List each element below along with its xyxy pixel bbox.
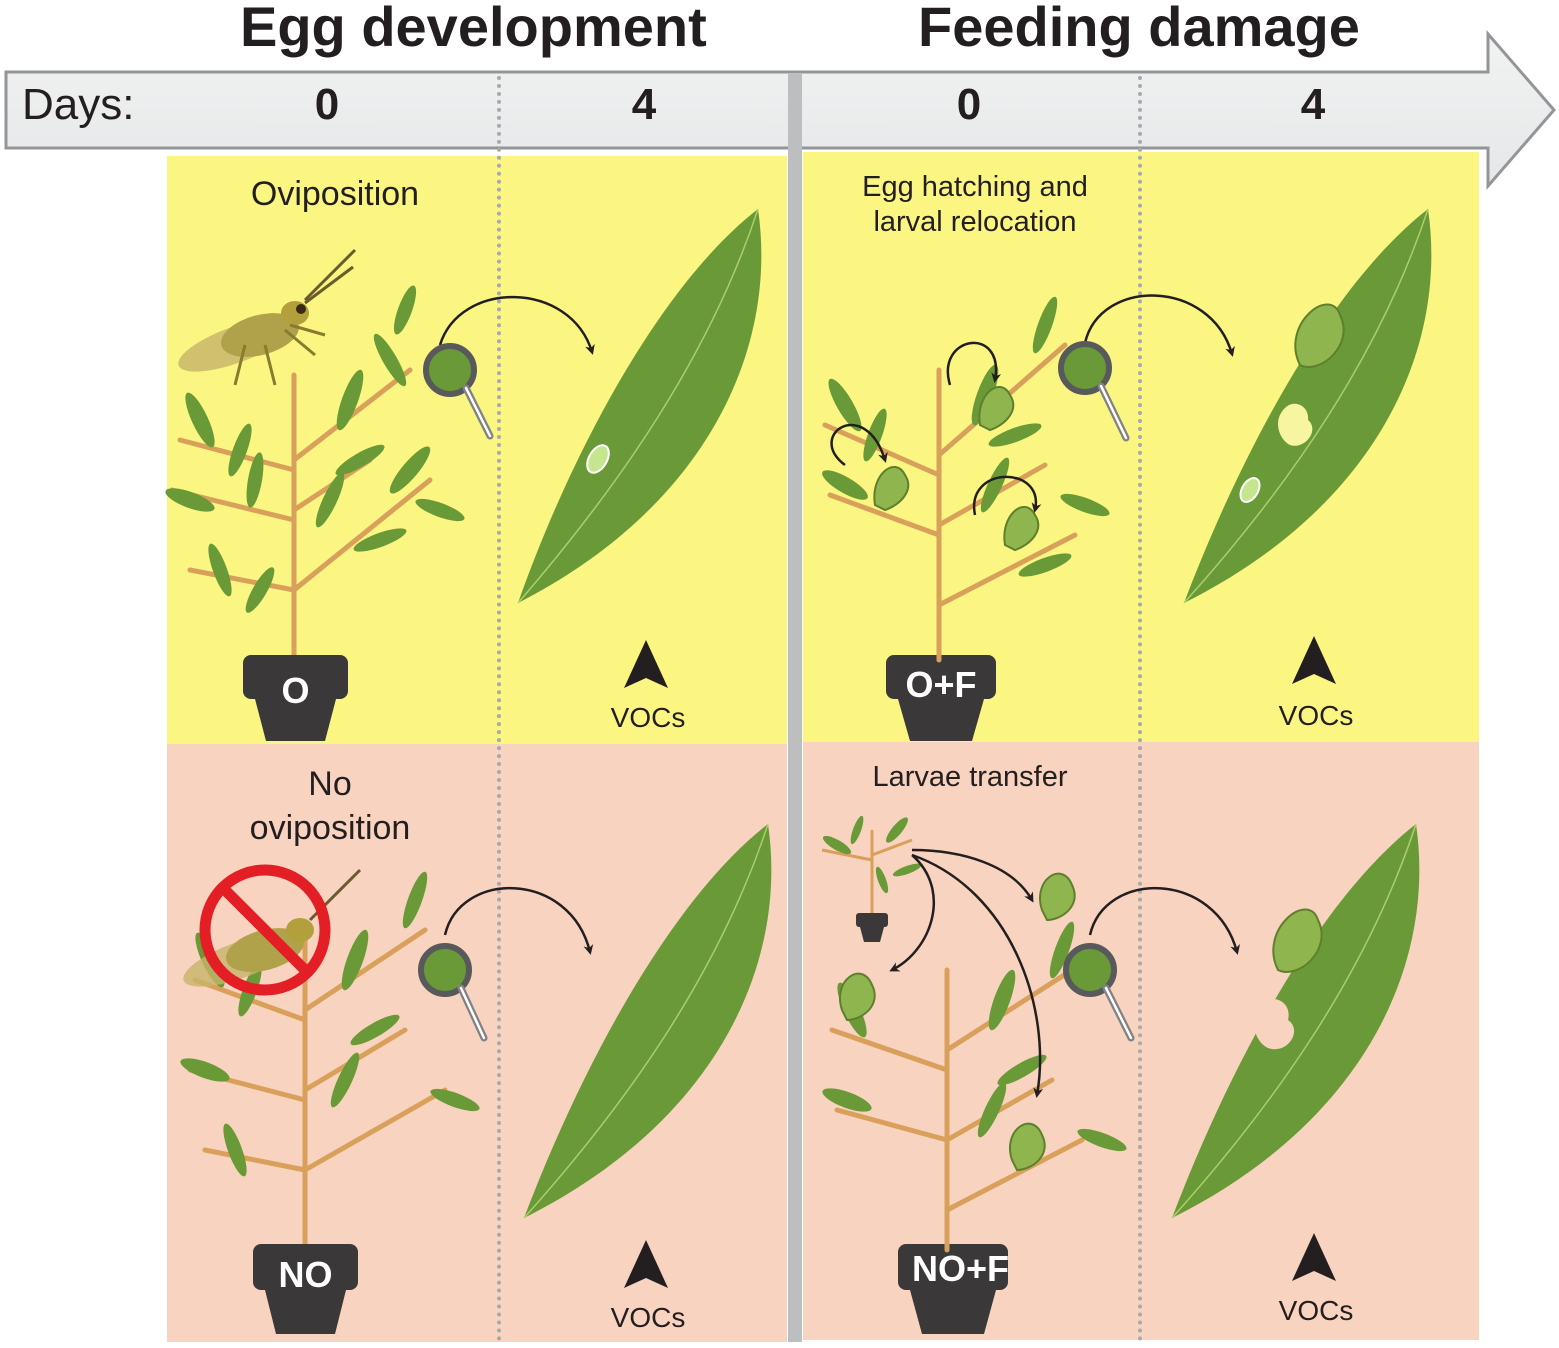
no-entry-icon — [199, 864, 331, 996]
larva-icon — [873, 385, 1040, 552]
feeding-damage — [1254, 999, 1295, 1050]
curved-arrow-icon — [443, 886, 594, 955]
pot-label-o: O — [281, 670, 310, 711]
phase-title-feeding-damage: Feeding damage — [918, 0, 1360, 58]
caption-no-oviposition: No oviposition — [249, 765, 411, 848]
pot-icon — [253, 1244, 358, 1334]
day-4-feeding: 4 — [1300, 80, 1326, 129]
voc-label-egg-hatching: VOCs — [1278, 700, 1354, 731]
egg-icon — [586, 444, 610, 474]
day-divider-feeding — [1138, 76, 1142, 1342]
feeding-damage — [1278, 403, 1313, 446]
day-0-egg: 0 — [314, 80, 340, 129]
pot-icon — [243, 655, 348, 741]
phase-separator — [788, 74, 802, 1342]
pot-label-nof: NO+F — [912, 1248, 1010, 1289]
egg-icon — [1239, 477, 1261, 503]
leaf-icon — [1183, 208, 1432, 604]
day-4-egg: 4 — [631, 80, 657, 129]
voc-label-oviposition: VOCs — [610, 702, 686, 733]
caption-larvae-transfer: Larvae transfer — [872, 761, 1068, 793]
caption-egg-hatching: Egg hatching and larval relocation — [862, 171, 1088, 238]
day-divider-egg — [497, 76, 501, 1342]
curved-arrow-icon — [1083, 294, 1235, 357]
day-0-feeding: 0 — [956, 80, 982, 129]
pot-label-no: NO — [278, 1254, 333, 1295]
plant-icon — [165, 285, 465, 668]
triangle-icon — [624, 640, 668, 688]
magnifier-icon — [1058, 294, 1235, 442]
leaf-icon — [517, 208, 762, 604]
triangle-icon — [1292, 1233, 1336, 1281]
leaf-icon — [1171, 823, 1420, 1219]
magnifier-icon — [423, 295, 595, 440]
caption-oviposition: Oviposition — [250, 175, 420, 213]
magnifier-icon — [1063, 886, 1241, 1042]
pot-icon — [886, 655, 996, 741]
voc-label-larvae-transfer: VOCs — [1278, 1295, 1354, 1326]
plant-icon — [821, 815, 1127, 1253]
plant-icon — [822, 296, 1110, 663]
curved-arrow-icon — [438, 295, 595, 355]
curved-arrow-icon — [1088, 886, 1241, 955]
magnifier-icon — [418, 886, 594, 1042]
larva-icon — [1272, 908, 1323, 973]
phase-title-egg-development: Egg development — [240, 0, 707, 58]
larva-icon — [839, 872, 1076, 1172]
pot-icon — [898, 1244, 1008, 1334]
triangle-icon — [1292, 636, 1336, 684]
pot-label-of: O+F — [905, 664, 977, 705]
voc-label-no-oviposition: VOCs — [610, 1302, 686, 1333]
triangle-icon — [624, 1240, 668, 1288]
leaf-icon — [523, 823, 772, 1219]
larva-icon — [1294, 303, 1345, 368]
timeline-arrow — [4, 30, 1556, 190]
sawfly-icon — [178, 248, 357, 386]
days-label: Days: — [22, 80, 135, 129]
